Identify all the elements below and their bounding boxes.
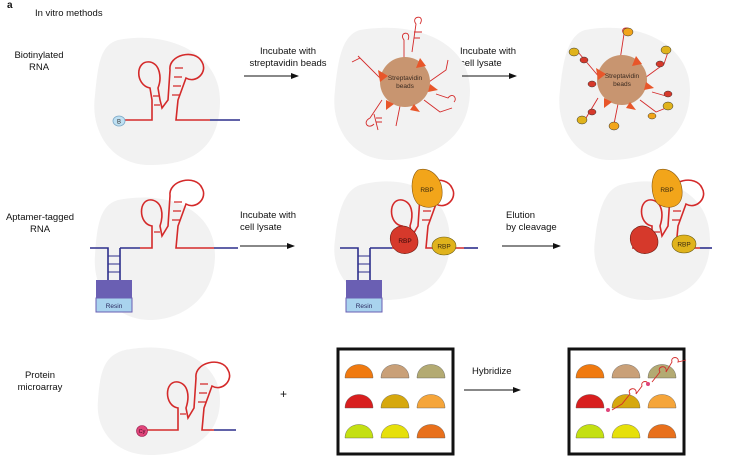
streptavidin-bead-1: Streptavidin beads (351, 16, 456, 131)
biotin-tag (112, 115, 126, 127)
row1-label-line1: Biotinylated (14, 50, 64, 61)
row2-step2-line2: by cleavage (506, 222, 557, 233)
row2-step1-line1: Incubate with (240, 210, 296, 221)
row1-label-line2: RNA (28, 62, 50, 73)
microarray-spot (416, 394, 446, 409)
row3-label-line1: Protein (24, 370, 56, 381)
row2-aptamer-rna: Resin (90, 179, 238, 313)
row2-step2-line1: Elution (506, 210, 536, 221)
resin-label-1: Resin (106, 303, 123, 310)
row2-label-line1: Aptamer-tagged (5, 212, 75, 223)
microarray-spot (575, 394, 605, 409)
row1-rna-hairpin (120, 53, 210, 121)
microarray-spots-1 (344, 364, 446, 439)
row2-step1-line2: cell lysate (240, 222, 282, 233)
row3-step1-label: Hybridize (472, 366, 512, 377)
microarray-spot (611, 364, 641, 379)
biotin-letter: B (117, 120, 121, 126)
rbp-label-3: RBP (437, 244, 450, 251)
cy-label: Cy (139, 429, 146, 435)
microarray-spot (380, 364, 410, 379)
microarray-spot (344, 364, 374, 379)
rbp-label-1: RBP (420, 187, 433, 194)
row1-step2-line1: Incubate with (460, 46, 516, 57)
row2-step2-label: Elution by cleavage (506, 210, 586, 234)
microarray-spot (575, 424, 605, 439)
row2-step1-label: Incubate with cell lysate (240, 210, 320, 234)
row2-aptamer-rna-bound: Resin RBP RBP RBP (340, 168, 478, 313)
row1-step2-label: Incubate with cell lysate (460, 46, 540, 70)
resin-label-2: Resin (356, 303, 373, 310)
microarray-spot (647, 364, 677, 379)
bead2-label-line2: beads (613, 81, 631, 88)
row1-step2-line2: cell lysate (460, 58, 502, 69)
row3-label: Protein microarray (5, 370, 75, 394)
row1-step1-label: Incubate with streptavidin beads (238, 46, 338, 70)
microarray-spots-2 (575, 364, 677, 439)
microarray-spot (611, 394, 641, 409)
row2-label-line2: RNA (29, 224, 51, 235)
microarray-spot (647, 394, 677, 409)
microarray-spot (380, 424, 410, 439)
panel-title: In vitro methods (35, 8, 103, 19)
hybridized-rna (611, 357, 687, 411)
bead2-label-line1: Streptavidin (605, 73, 640, 80)
plus-sign: + (280, 387, 288, 401)
rbp-label-2: RBP (398, 238, 411, 245)
streptavidin-bead-2: Streptavidin beads (568, 27, 674, 131)
row1-label: Biotinylated RNA (8, 50, 70, 74)
row3-label-line2: microarray (17, 382, 63, 393)
microarray-spot (416, 364, 446, 379)
rbp-label-5: RBP (677, 242, 690, 249)
microarray-spot (647, 424, 677, 439)
panel-letter: a (7, 0, 13, 11)
microarray-spot (344, 424, 374, 439)
row1-step1-line2: streptavidin beads (249, 58, 327, 69)
microarray-spot (380, 394, 410, 409)
row2-label: Aptamer-tagged RNA (0, 212, 80, 236)
row3-rna-cy: Cy (136, 361, 236, 437)
bead-label-line1: Streptavidin (388, 75, 423, 82)
row2-eluted-rna: RBP RBP (629, 168, 712, 254)
microarray-spot (611, 424, 641, 439)
microarray-spot (344, 394, 374, 409)
rbp-label-4: RBP (660, 187, 673, 194)
microarray-spot (575, 364, 605, 379)
bead-label-line2: beads (396, 83, 414, 90)
microarray-spot (416, 424, 446, 439)
row1-step1-line1: Incubate with (260, 46, 316, 57)
